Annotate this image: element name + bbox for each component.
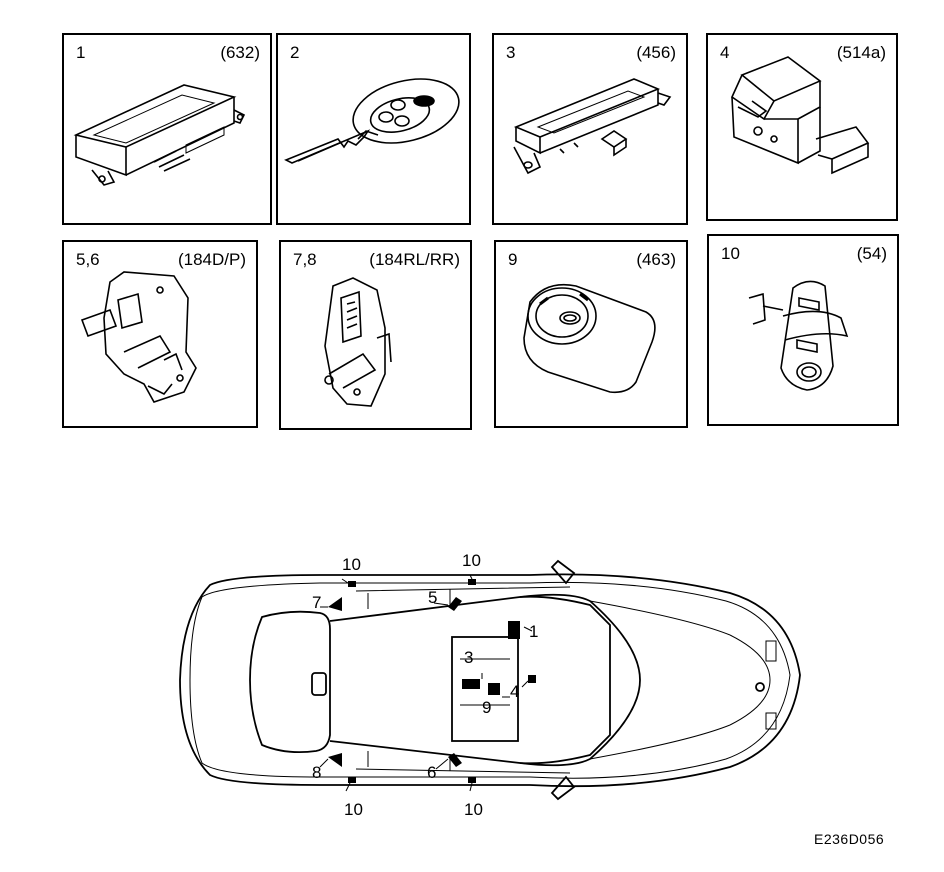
component-10-marker-top-right	[468, 579, 476, 585]
component-code: (456)	[636, 43, 676, 62]
callout-7: 7	[312, 593, 322, 612]
component-5-marker	[448, 597, 462, 611]
antenna-module-icon	[513, 78, 672, 175]
switch-icon	[730, 56, 870, 175]
component-7-marker	[328, 597, 342, 611]
reference-code: E236D056	[814, 831, 885, 847]
component-number: 7,8	[293, 250, 317, 269]
windshield	[519, 593, 641, 767]
component-6-marker	[448, 753, 462, 767]
component-panel-4: 4 (514a)	[706, 33, 898, 221]
callout-10-bottom-right: 10	[464, 800, 483, 819]
callout-8: 8	[312, 763, 322, 782]
front-door-lock-icon	[80, 271, 197, 403]
component-code: (632)	[220, 43, 260, 62]
component-code: (54)	[856, 244, 887, 263]
callout-3: 3	[464, 648, 474, 667]
rear-door-lock-icon	[324, 277, 392, 407]
component-code: (463)	[636, 250, 676, 269]
component-panel-7-8: 7,8 (184RL/RR)	[279, 240, 472, 430]
component-8-marker	[328, 753, 342, 767]
component-code: (514a)	[836, 43, 886, 62]
component-panel-9: 9 (463)	[494, 240, 688, 428]
component-number: 5,6	[76, 250, 100, 269]
component-panel-1: 1 (632)	[62, 33, 272, 225]
rear-window	[249, 610, 331, 754]
console-frame	[451, 636, 519, 742]
component-4-marker	[528, 675, 536, 683]
component-10-marker-top-left	[348, 581, 356, 587]
component-number: 3	[506, 43, 516, 62]
mirror-right	[550, 775, 576, 801]
callout-10-top-left: 10	[342, 555, 361, 574]
callout-5: 5	[428, 588, 438, 607]
component-10-marker-bottom-right	[468, 777, 476, 783]
car-body-outline	[179, 573, 801, 788]
component-number: 9	[508, 250, 518, 269]
component-10-marker-bottom-left	[348, 777, 356, 783]
car-top-view-diagram	[179, 559, 801, 801]
component-3-marker	[462, 679, 480, 689]
ignition-lock-icon	[523, 283, 656, 394]
component-code: (184RL/RR)	[369, 250, 460, 269]
callout-1: 1	[529, 622, 539, 641]
component-number: 1	[76, 43, 86, 62]
callout-6: 6	[427, 763, 437, 782]
callout-10-top-right: 10	[462, 551, 481, 570]
component-number: 4	[720, 43, 730, 62]
component-9-marker	[488, 683, 500, 695]
component-panel-3: 3 (456)	[492, 33, 688, 225]
component-number: 10	[721, 244, 740, 263]
door-contact-switch-icon	[748, 280, 849, 391]
component-panel-5-6: 5,6 (184D/P)	[62, 240, 258, 428]
callout-4: 4	[510, 682, 520, 701]
roof-outline	[329, 595, 611, 765]
component-panel-10: 10 (54)	[707, 234, 899, 426]
callout-10-bottom-left: 10	[344, 800, 363, 819]
component-panel-2: 2	[276, 33, 471, 225]
component-1-marker	[508, 621, 520, 639]
mirror-left	[550, 559, 576, 585]
callout-9: 9	[482, 698, 492, 717]
control-module-icon	[73, 84, 246, 186]
component-number: 2	[290, 43, 300, 62]
component-code: (184D/P)	[177, 250, 246, 269]
remote-key-icon	[284, 78, 460, 164]
